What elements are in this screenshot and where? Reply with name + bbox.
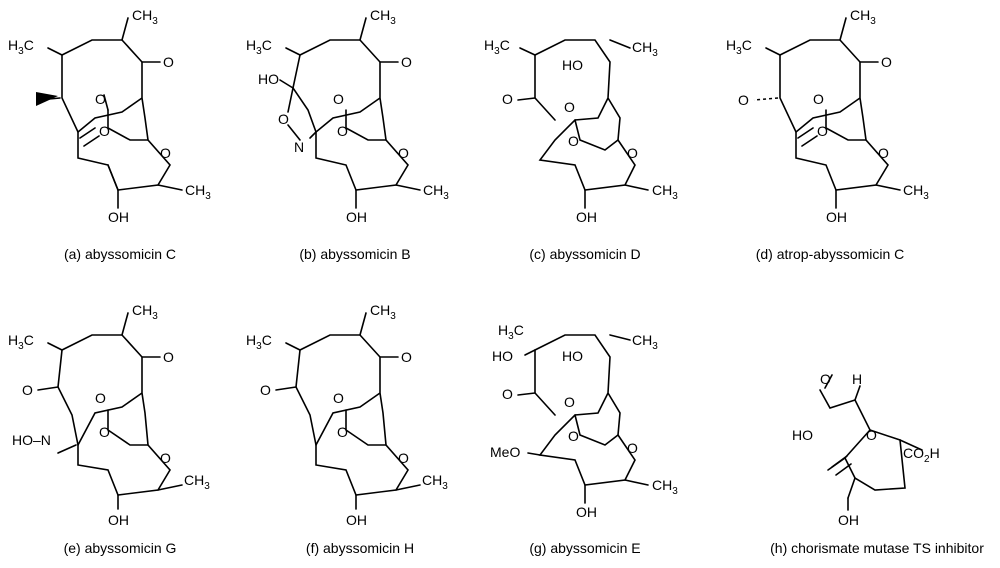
- caption-e: (e) abyssomicin G: [63, 540, 177, 556]
- atom-bridge-oxygen: O: [568, 133, 579, 149]
- atom-methyl-left: H3C: [246, 37, 272, 57]
- structure-abyssomicin-b: CH3 H3C HO O N O O O O CH3 OH: [238, 0, 488, 240]
- atom-methyl-right: CH3: [422, 472, 448, 492]
- atom-ketone-oxygen-left: O: [260, 382, 271, 398]
- atom-methyl-right: CH3: [652, 477, 678, 497]
- atom-methyl-left: H3C: [498, 322, 524, 342]
- atom-lactone-ring-oxygen: O: [99, 424, 110, 440]
- atom-ether-oxygen: O: [398, 450, 409, 466]
- atom-ketone-oxygen: O: [401, 349, 412, 365]
- atom-methyl-top: CH3: [632, 332, 658, 352]
- atom-bridge-oxygen: O: [568, 428, 579, 444]
- atom-ketone-oxygen: O: [502, 386, 513, 402]
- atom-ketone-oxygen: O: [163, 54, 174, 70]
- atom-tertiary-hydroxyl: HO: [492, 348, 513, 364]
- atom-ether-oxygen: O: [160, 450, 171, 466]
- atom-lactone-ring-oxygen: O: [337, 123, 348, 139]
- structure-cm-ts-inhibitor: HO O H O CO2H OH: [760, 370, 990, 540]
- atom-methyl-top: CH3: [370, 7, 396, 27]
- structure-abyssomicin-g: CH3 H3C O O HO–N O O O CH3 OH: [0, 295, 250, 535]
- atom-ether-oxygen: O: [627, 145, 638, 161]
- caption-c: (c) abyssomicin D: [529, 246, 641, 262]
- wedge-bond: [36, 92, 58, 106]
- atom-ketone-oxygen-left: O: [738, 92, 749, 108]
- abyssomicin-c-drawing: CH3 H3C O O O O CH3 OH: [8, 7, 211, 225]
- atom-methyl-right: CH3: [652, 182, 678, 202]
- caption-h: (h) chorismate mutase TS inhibitor: [770, 540, 984, 556]
- atom-lactone-ring-oxygen: O: [99, 123, 110, 139]
- atom-isoxazoline-oxygen: O: [278, 111, 289, 127]
- atom-ether-oxygen: O: [627, 440, 638, 456]
- caption-d: (d) atrop-abyssomicin C: [755, 246, 905, 262]
- atom-carbonyl-oxygen: O: [564, 99, 575, 115]
- atom-methyl-left: H3C: [8, 37, 34, 57]
- atom-carboxylic-acid: CO2H: [903, 445, 940, 465]
- atrop-abyssomicin-c-drawing: CH3 H3C O O O O O CH3 OH: [726, 7, 929, 225]
- structure-abyssomicin-h: CH3 H3C O O O O O CH3 OH: [238, 295, 488, 535]
- atom-hydrogen: H: [852, 371, 862, 387]
- atom-lactone-carbonyl-oxygen: O: [333, 91, 344, 107]
- atom-hydroxyl: OH: [346, 512, 367, 528]
- atom-methyl-left: H3C: [8, 332, 34, 352]
- structure-abyssomicin-d: H3C CH3 O HO O O O CH3 OH: [480, 0, 730, 240]
- atom-lactone-carbonyl-oxygen: O: [95, 390, 106, 406]
- atom-methyl-right: CH3: [184, 472, 210, 492]
- atom-ketone-oxygen: O: [401, 54, 412, 70]
- atom-carboxyl-hydroxyl: HO: [792, 427, 813, 443]
- atom-lactone-carbonyl-oxygen: O: [813, 91, 824, 107]
- abyssomicin-g-drawing: CH3 H3C O O HO–N O O O CH3 OH: [8, 302, 210, 528]
- structure-abyssomicin-c: CH3 H3C O O O O CH3 OH: [0, 0, 250, 240]
- caption-f: (f) abyssomicin H: [305, 540, 415, 556]
- atom-methyl-top: CH3: [632, 39, 658, 59]
- atom-ketone-oxygen: O: [502, 91, 513, 107]
- atom-lactone-carbonyl-oxygen: O: [333, 390, 344, 406]
- atom-ether-oxygen: O: [878, 145, 889, 161]
- atom-methyl-top: CH3: [850, 7, 876, 27]
- atom-ketone-oxygen: O: [163, 349, 174, 365]
- atom-methyl-left: H3C: [726, 37, 752, 57]
- atom-lactone-ring-oxygen: O: [337, 424, 348, 440]
- atom-hydroxyl: OH: [576, 504, 597, 520]
- atom-hydroxyl: OH: [108, 209, 129, 225]
- abyssomicin-h-drawing: CH3 H3C O O O O O CH3 OH: [246, 302, 448, 528]
- atom-methyl-left: H3C: [246, 332, 272, 352]
- atom-methyl-right: CH3: [903, 182, 929, 202]
- atom-enol-hydroxyl: HO: [562, 348, 583, 364]
- atom-hydroxyl: OH: [576, 209, 597, 225]
- atom-isoxazoline-nitrogen: N: [294, 139, 304, 155]
- structure-atrop-abyssomicin-c: CH3 H3C O O O O O CH3 OH: [718, 0, 968, 240]
- atom-ketone-oxygen: O: [881, 54, 892, 70]
- atom-hydroxyl: OH: [108, 512, 129, 528]
- atom-methyl-top: CH3: [132, 7, 158, 27]
- atom-ether-oxygen: O: [160, 145, 171, 161]
- atom-enol-hydroxyl: HO: [562, 57, 583, 73]
- atom-ring-oxygen: O: [866, 427, 877, 443]
- atom-ether-oxygen: O: [398, 145, 409, 161]
- atom-carbonyl-oxygen: O: [564, 394, 575, 410]
- atom-lactone-ring-oxygen: O: [817, 123, 828, 139]
- atom-ketone-oxygen-left: O: [22, 382, 33, 398]
- structure-abyssomicin-e: H3C HO CH3 O HO O O MeO O CH3 OH: [480, 295, 730, 535]
- atom-methoxy: MeO: [490, 444, 520, 460]
- atom-hydroxyl: OH: [826, 209, 847, 225]
- atom-methyl-left: H3C: [484, 37, 510, 57]
- abyssomicin-b-drawing: CH3 H3C HO O N O O O O CH3 OH: [246, 7, 449, 225]
- atom-carboxyl-oxygen: O: [820, 371, 831, 387]
- atom-methyl-right: CH3: [185, 182, 211, 202]
- abyssomicin-d-drawing: H3C CH3 O HO O O O CH3 OH: [484, 37, 678, 225]
- atom-methyl-right: CH3: [423, 182, 449, 202]
- caption-g: (g) abyssomicin E: [529, 540, 641, 556]
- caption-a: (a) abyssomicin C: [63, 246, 177, 262]
- atom-methyl-top: CH3: [132, 302, 158, 322]
- cm-ts-inhibitor-drawing: HO O H O CO2H OH: [792, 371, 940, 528]
- atom-hydroxyl-left: HO: [258, 71, 279, 87]
- atom-lactone-carbonyl-oxygen: O: [95, 91, 106, 107]
- atom-hydroxyl: OH: [838, 512, 859, 528]
- atom-oxime-hydroxyl: HO–N: [12, 432, 51, 448]
- atom-hydroxyl: OH: [346, 209, 367, 225]
- caption-b: (b) abyssomicin B: [299, 246, 411, 262]
- abyssomicin-e-drawing: H3C HO CH3 O HO O O MeO O CH3 OH: [490, 322, 678, 520]
- atom-methyl-top: CH3: [370, 302, 396, 322]
